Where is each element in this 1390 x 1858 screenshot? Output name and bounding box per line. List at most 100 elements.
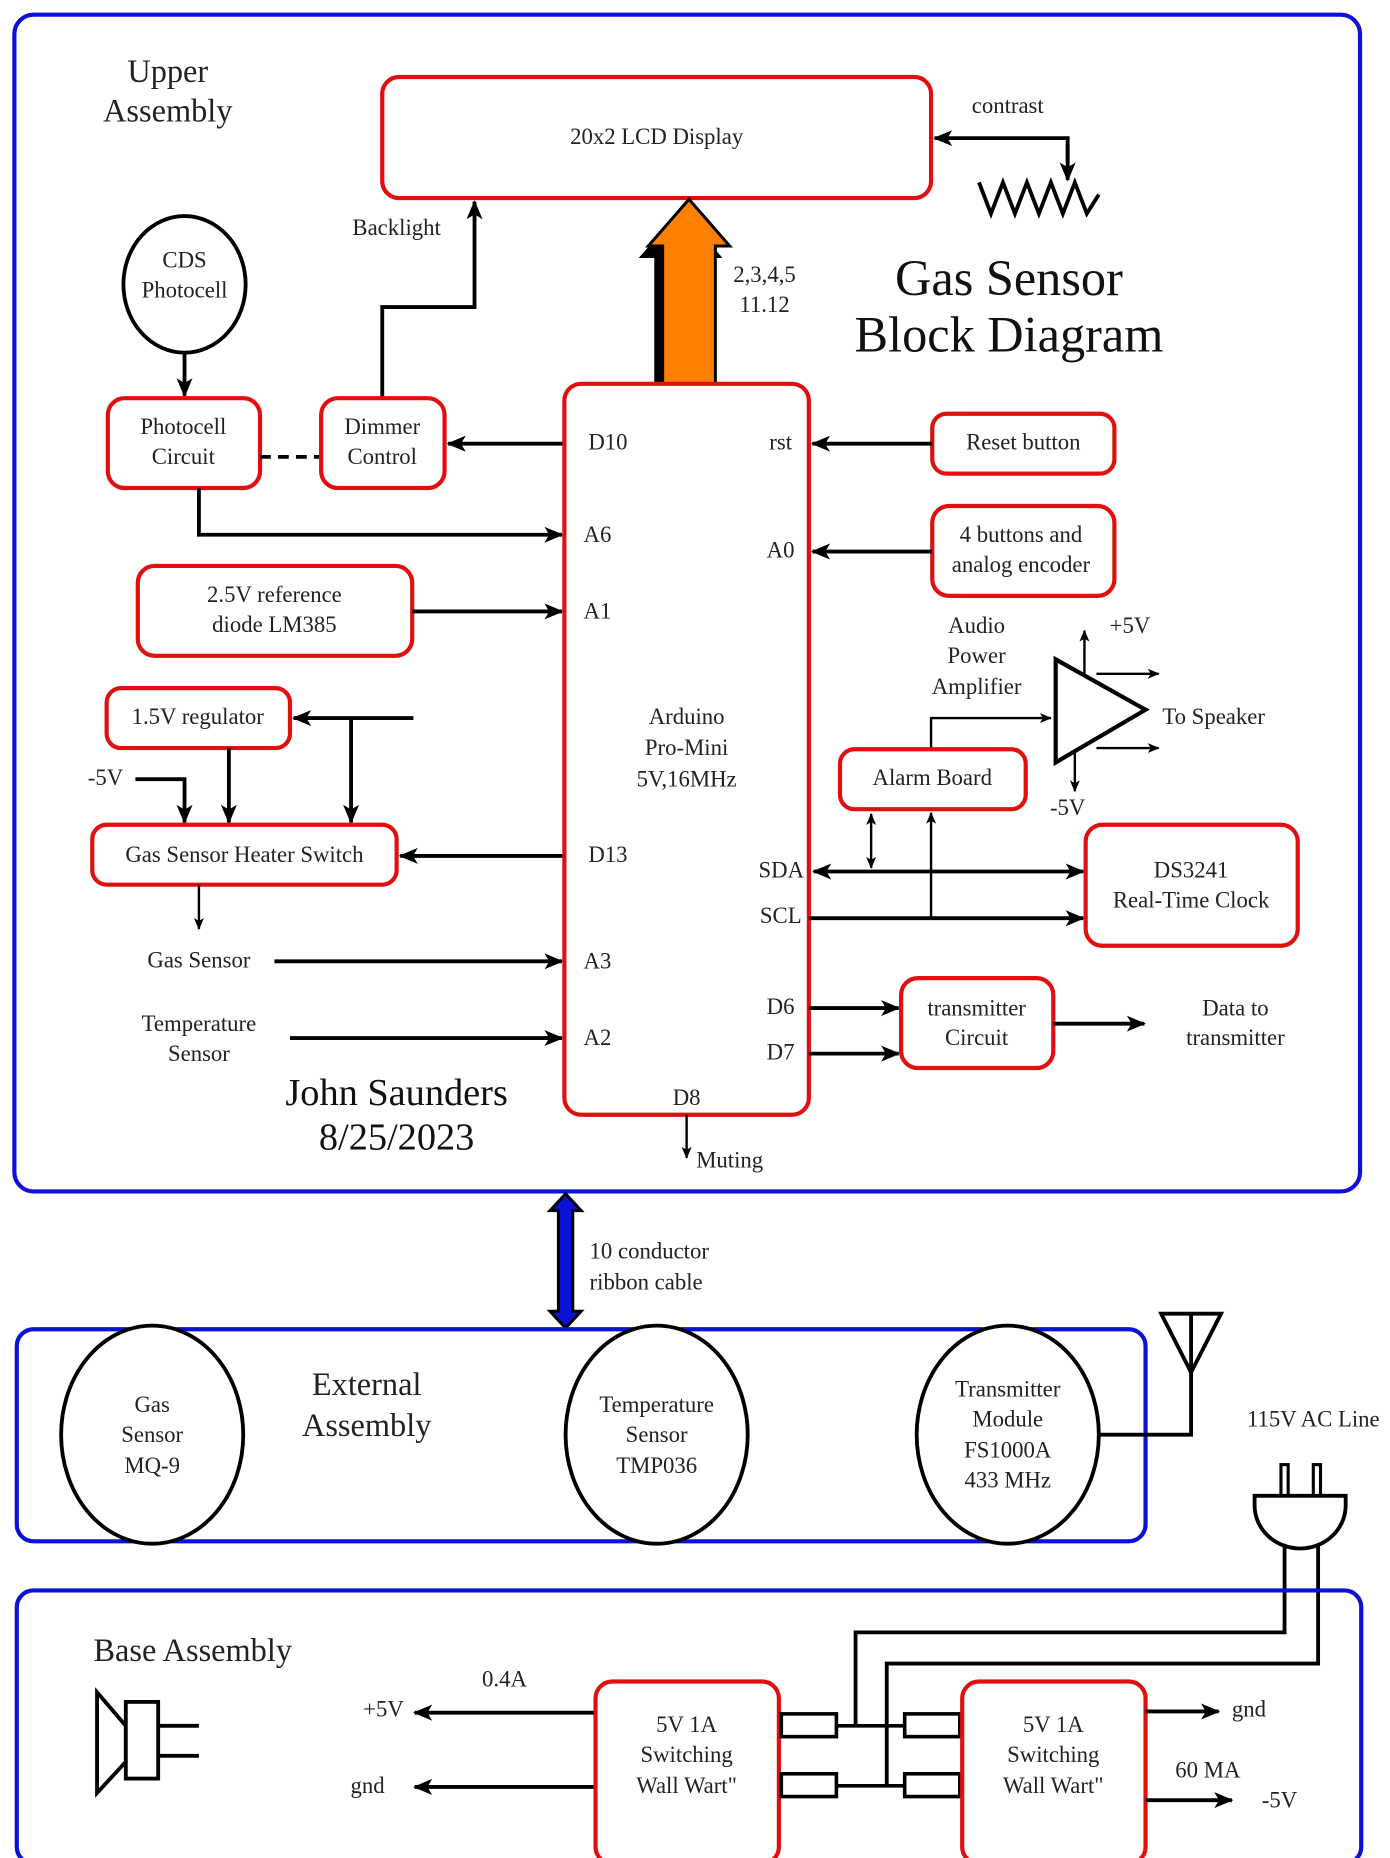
amplifier-label: Amplifier <box>932 674 1022 699</box>
lcd-display-label: 20x2 LCD Display <box>570 124 744 149</box>
gnd-output-label: gnd <box>351 1773 386 1798</box>
regulator-block <box>104 686 293 751</box>
contrast-label: contrast <box>972 93 1045 118</box>
base-assembly-label: Base Assembly <box>93 1632 292 1668</box>
pin-d8: D8 <box>673 1085 701 1110</box>
pin-rst: rst <box>769 430 792 455</box>
gas-sensor-node-label: Sensor <box>121 1422 183 1447</box>
current-label-right: 60 MA <box>1175 1757 1241 1782</box>
heater-switch-label: Gas Sensor Heater Switch <box>125 842 364 867</box>
contrast-wire <box>933 130 1070 163</box>
dimmer-control-label: Control <box>347 444 417 469</box>
rtc-label: DS3241 <box>1154 857 1229 882</box>
wall-wart-2-block <box>960 1679 1148 1858</box>
alarm-board-block <box>837 747 1028 812</box>
muting-label: Muting <box>696 1147 763 1172</box>
antenna-wire <box>1100 1372 1194 1437</box>
amp-plus5v-label: +5V <box>1110 613 1151 638</box>
amplifier-label: Power <box>948 643 1007 668</box>
minus5v-label: -5V <box>88 765 124 790</box>
lcd-display-block <box>380 74 934 201</box>
reference-diode-label: diode LM385 <box>212 612 336 637</box>
plus5v-output-label: +5V <box>363 1696 404 1721</box>
temp-sensor-node-label: Temperature <box>599 1392 714 1417</box>
photocell-circuit-label: Photocell <box>140 414 226 439</box>
antenna-icon <box>1157 1311 1225 1377</box>
wall-wart-1-label: 5V 1A <box>656 1712 717 1737</box>
minus5v-right-label: -5V <box>1262 1787 1298 1812</box>
gas-sensor-input-label: Gas Sensor <box>147 947 250 972</box>
transmitter-circuit-label: transmitter <box>927 995 1026 1020</box>
alarm-to-amp-wire <box>929 713 1052 750</box>
pin-a2: A2 <box>584 1025 612 1050</box>
alarm-board-label: Alarm Board <box>873 765 993 790</box>
dimmer-control-label: Dimmer <box>344 414 420 439</box>
bus-pins-label: 2,3,4,5 <box>733 262 796 287</box>
gas-sensor-node-label: MQ-9 <box>124 1453 180 1478</box>
speaker-icon <box>95 1687 199 1798</box>
ribbon-cable-label: ribbon cable <box>590 1270 703 1295</box>
current-label-left: 0.4A <box>482 1666 527 1691</box>
pin-sda: SDA <box>759 857 805 882</box>
amp-minus5v-label: -5V <box>1050 795 1086 820</box>
gnd-right-label: gnd <box>1232 1696 1267 1721</box>
transmitter-module-node <box>914 1323 1101 1546</box>
upper-assembly-label: Upper <box>127 53 208 89</box>
temp-sensor-node <box>563 1323 750 1546</box>
temp-sensor-node-label: Sensor <box>626 1422 688 1447</box>
author-name: John Saunders <box>285 1072 508 1114</box>
ac-line-label: 115V AC Line <box>1247 1406 1380 1431</box>
heater-switch-block <box>90 822 399 887</box>
arduino-label: Pro-Mini <box>645 735 728 760</box>
pin-d6: D6 <box>767 994 795 1019</box>
arduino-label: 5V,16MHz <box>637 766 737 791</box>
transmitter-module-label: Module <box>972 1406 1043 1431</box>
temp-sensor-input-label: Sensor <box>168 1041 230 1066</box>
buttons-encoder-label: analog encoder <box>952 552 1091 577</box>
lcd-bus-arrow <box>638 196 734 399</box>
transmitter-module-label: FS1000A <box>964 1437 1052 1462</box>
diagram-title: Block Diagram <box>855 306 1164 362</box>
data-to-transmitter-label: transmitter <box>1186 1025 1285 1050</box>
wall-wart-1-label: Wall Wart" <box>636 1773 737 1798</box>
pin-scl: SCL <box>760 903 802 928</box>
temp-sensor-input-label: Temperature <box>142 1011 257 1036</box>
wall-wart-2-label: Wall Wart" <box>1003 1773 1104 1798</box>
reset-button-label: Reset button <box>966 430 1081 455</box>
ribbon-cable-arrow <box>546 1191 585 1331</box>
upper-assembly-label: Assembly <box>103 92 233 128</box>
photocell-circuit-label: Circuit <box>152 444 216 469</box>
backlight-wire <box>380 200 483 399</box>
transmitter-module-label: 433 MHz <box>964 1467 1051 1492</box>
arduino-label: Arduino <box>649 704 725 729</box>
gas-sensor-node-label: Gas <box>134 1392 170 1417</box>
ribbon-cable-label: 10 conductor <box>590 1239 710 1264</box>
backlight-label: Backlight <box>352 215 441 240</box>
ac-plug-icon <box>1252 1463 1348 1551</box>
amplifier-label: Audio <box>948 613 1005 638</box>
bus-pins-label: 11.12 <box>739 292 789 317</box>
transmitter-module-label: Transmitter <box>955 1376 1061 1401</box>
transmitter-circuit-label: Circuit <box>945 1025 1009 1050</box>
pin-a6: A6 <box>584 522 612 547</box>
rtc-block <box>1083 822 1300 948</box>
reference-diode-label: 2.5V reference <box>207 582 342 607</box>
transmitter-circuit-block <box>899 976 1056 1071</box>
amplifier-icon <box>1053 655 1150 767</box>
author-date: 8/25/2023 <box>319 1116 474 1158</box>
upper-assembly-frame <box>12 12 1363 1194</box>
diagram-title: Gas Sensor <box>895 250 1123 306</box>
dimmer-control-block <box>319 396 447 491</box>
pin-a0: A0 <box>767 538 795 563</box>
cds-photocell-label: Photocell <box>142 278 228 303</box>
external-assembly-label: Assembly <box>302 1407 432 1443</box>
wall-wart-prongs <box>779 1712 962 1799</box>
pin-d13: D13 <box>588 842 627 867</box>
wall-wart-1-block <box>593 1679 781 1858</box>
cds-photocell-label: CDS <box>162 248 206 273</box>
rtc-label: Real-Time Clock <box>1113 887 1270 912</box>
minus5v-wire <box>135 777 193 824</box>
pin-d10: D10 <box>588 430 627 455</box>
a6-wire <box>196 488 564 543</box>
